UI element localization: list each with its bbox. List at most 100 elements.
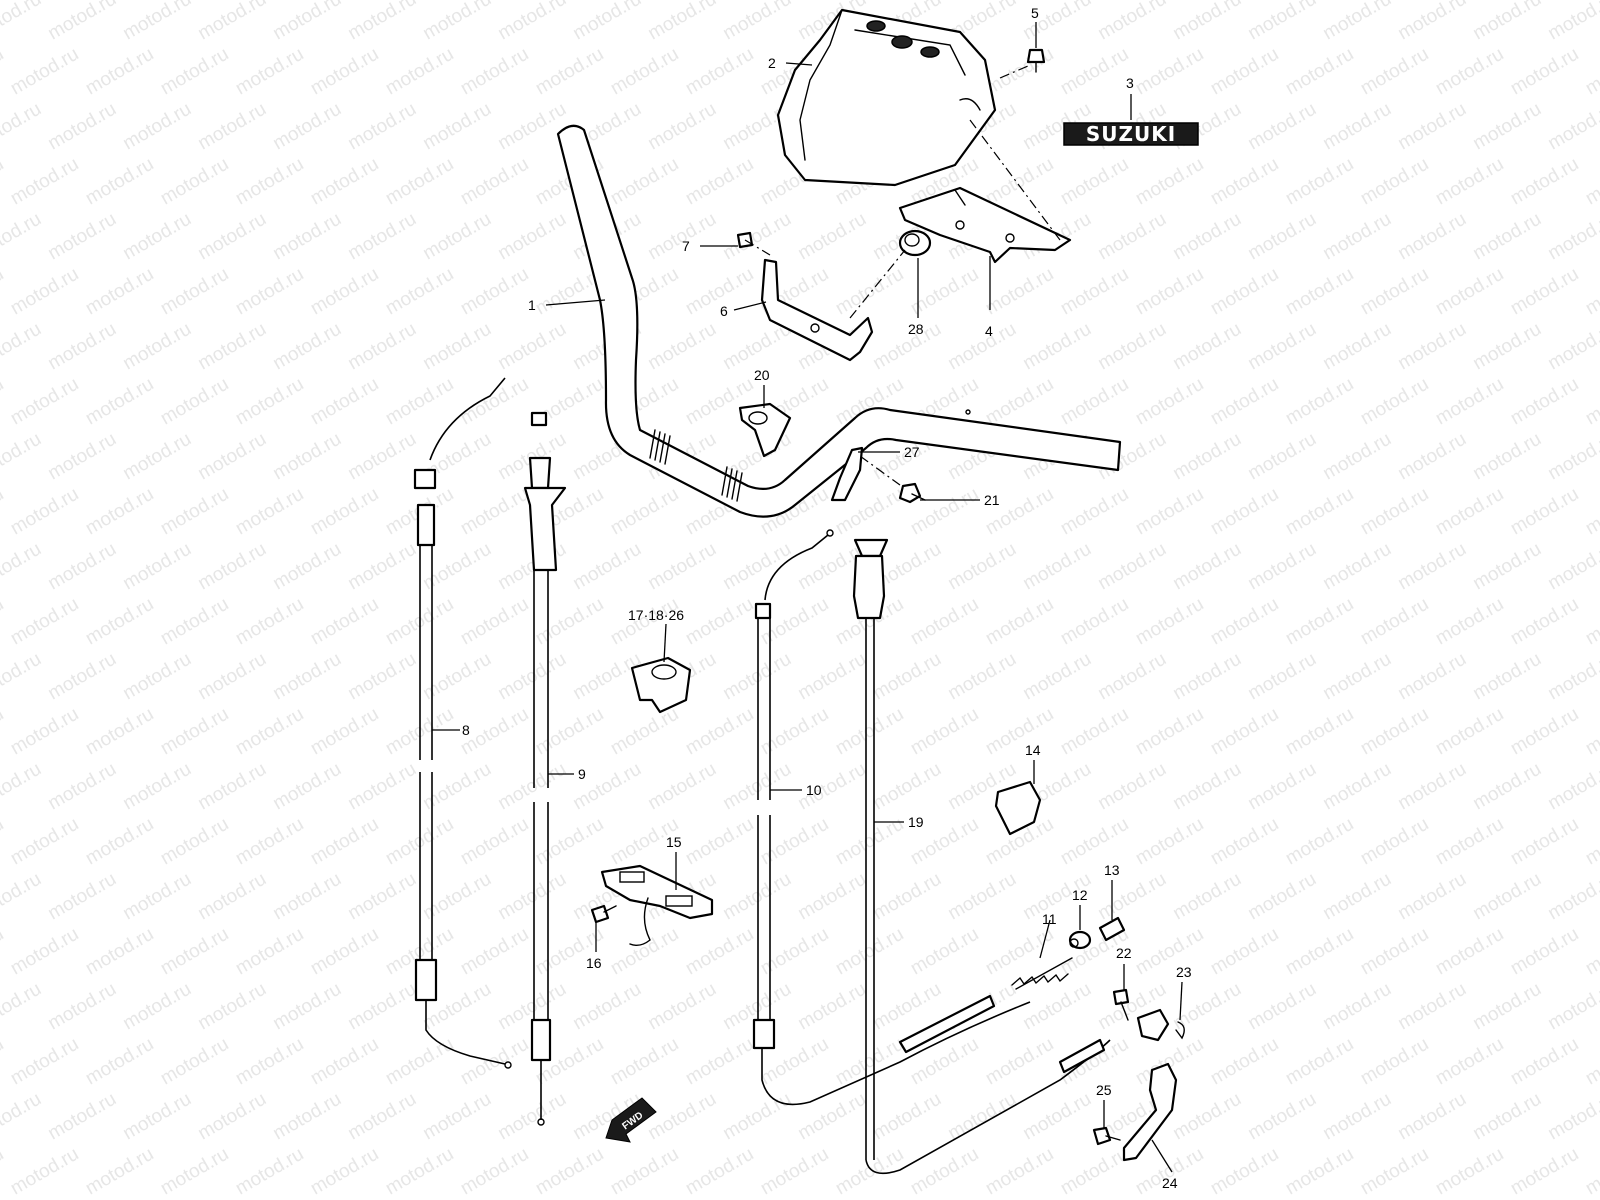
watermark-text: motod.ru — [0, 814, 7, 870]
callout-3: 3 — [1126, 75, 1134, 91]
watermark-text: motod.ru — [570, 0, 645, 44]
watermark-text: motod.ru — [757, 924, 832, 980]
watermark-text: motod.ru — [0, 429, 45, 485]
watermark-text: motod.ru — [1207, 264, 1282, 320]
watermark-text: motod.ru — [382, 374, 457, 430]
watermark-text: motod.ru — [345, 979, 420, 1035]
watermark-text: motod.ru — [195, 0, 270, 44]
suzuki-logo-text: SUZUKI — [1086, 122, 1176, 146]
collar-12 — [1068, 930, 1092, 950]
watermark-text: motod.ru — [270, 759, 345, 815]
watermark-text: motod.ru — [1470, 209, 1545, 265]
clamp-27 — [830, 446, 864, 502]
watermark-text: motod.ru — [420, 649, 495, 705]
watermark-text: motod.ru — [270, 319, 345, 375]
watermark-text: motod.ru — [1432, 154, 1507, 210]
watermark-text: motod.ru — [532, 594, 607, 650]
watermark-text: motod.ru — [270, 429, 345, 485]
watermark-text: motod.ru — [720, 0, 795, 44]
watermark-text: motod.ru — [795, 869, 870, 925]
watermark-text: motod.ru — [157, 484, 232, 540]
callout-17-18-26: 17·18·26 — [628, 607, 684, 623]
watermark-text: motod.ru — [982, 704, 1057, 760]
watermark-text: motod.ru — [1470, 759, 1545, 815]
watermark-text: motod.ru — [1132, 814, 1207, 870]
watermark-text: motod.ru — [1282, 44, 1357, 100]
watermark-text: motod.ru — [82, 154, 157, 210]
callout-6: 6 — [720, 303, 728, 319]
watermark-text: motod.ru — [682, 704, 757, 760]
callout-13: 13 — [1104, 862, 1120, 878]
watermark-text: motod.ru — [682, 1144, 757, 1200]
watermark-text: motod.ru — [382, 1144, 457, 1200]
callout-21: 21 — [984, 492, 1000, 508]
lever-holder — [1136, 1008, 1170, 1042]
watermark-text: motod.ru — [1395, 429, 1470, 485]
watermark-text: motod.ru — [420, 539, 495, 595]
watermark-text: motod.ru — [1545, 209, 1600, 265]
watermark-text: motod.ru — [1320, 869, 1395, 925]
watermark-text: motod.ru — [1170, 869, 1245, 925]
watermark-text: motod.ru — [1507, 154, 1582, 210]
watermark-text: motod.ru — [795, 649, 870, 705]
watermark-text: motod.ru — [607, 924, 682, 980]
watermark-text: motod.ru — [1395, 0, 1470, 44]
watermark-text: motod.ru — [1245, 759, 1320, 815]
callout-28: 28 — [908, 321, 924, 337]
watermark-text: motod.ru — [270, 99, 345, 155]
watermark-text: motod.ru — [0, 319, 45, 375]
watermark-text: motod.ru — [1095, 759, 1170, 815]
watermark-text: motod.ru — [1582, 1144, 1600, 1200]
watermark-text: motod.ru — [532, 44, 607, 100]
watermark-text: motod.ru — [0, 154, 7, 210]
spring-11 — [1011, 957, 1073, 990]
watermark-text: motod.ru — [757, 814, 832, 870]
watermark-text: motod.ru — [420, 1089, 495, 1145]
watermark-text: motod.ru — [232, 704, 307, 760]
watermark-text: motod.ru — [420, 759, 495, 815]
watermark-text: motod.ru — [120, 99, 195, 155]
watermark-text: motod.ru — [495, 869, 570, 925]
callout-2: 2 — [768, 55, 776, 71]
watermark-text: motod.ru — [1395, 979, 1470, 1035]
callout-23: 23 — [1176, 964, 1192, 980]
watermark-text: motod.ru — [0, 594, 7, 650]
watermark-text: motod.ru — [457, 924, 532, 980]
watermark-text: motod.ru — [870, 1089, 945, 1145]
watermark-text: motod.ru — [1507, 1144, 1582, 1200]
callout-24: 24 — [1162, 1175, 1178, 1191]
watermark-text: motod.ru — [982, 374, 1057, 430]
watermark-text: motod.ru — [1357, 1034, 1432, 1090]
watermark-text: motod.ru — [7, 594, 82, 650]
assembly-line-grommet — [849, 249, 906, 319]
watermark-text: motod.ru — [495, 209, 570, 265]
watermark-text: motod.ru — [1282, 814, 1357, 870]
watermark-text: motod.ru — [195, 1089, 270, 1145]
watermark-text: motod.ru — [457, 1144, 532, 1200]
watermark-text: motod.ru — [307, 484, 382, 540]
watermark-text: motod.ru — [1245, 869, 1320, 925]
watermark-text: motod.ru — [157, 594, 232, 650]
watermark-text: motod.ru — [1207, 924, 1282, 980]
watermark-text: motod.ru — [1282, 154, 1357, 210]
watermark-text: motod.ru — [1170, 0, 1245, 44]
watermark-text: motod.ru — [945, 649, 1020, 705]
watermark-text: motod.ru — [1395, 1089, 1470, 1145]
watermark-text: motod.ru — [870, 759, 945, 815]
watermark-text: motod.ru — [682, 814, 757, 870]
watermark-text: motod.ru — [1282, 594, 1357, 650]
watermark-text: motod.ru — [832, 1034, 907, 1090]
watermark-text: motod.ru — [0, 649, 45, 705]
watermark-text: motod.ru — [45, 209, 120, 265]
watermark-text: motod.ru — [1357, 44, 1432, 100]
watermark-text: motod.ru — [1170, 209, 1245, 265]
watermark-text: motod.ru — [1170, 429, 1245, 485]
watermark-text: motod.ru — [345, 209, 420, 265]
watermark-text: motod.ru — [120, 209, 195, 265]
watermark-text: motod.ru — [120, 759, 195, 815]
watermark-text: motod.ru — [1057, 374, 1132, 430]
watermark-text: motod.ru — [1320, 429, 1395, 485]
watermark-text: motod.ru — [7, 704, 82, 760]
